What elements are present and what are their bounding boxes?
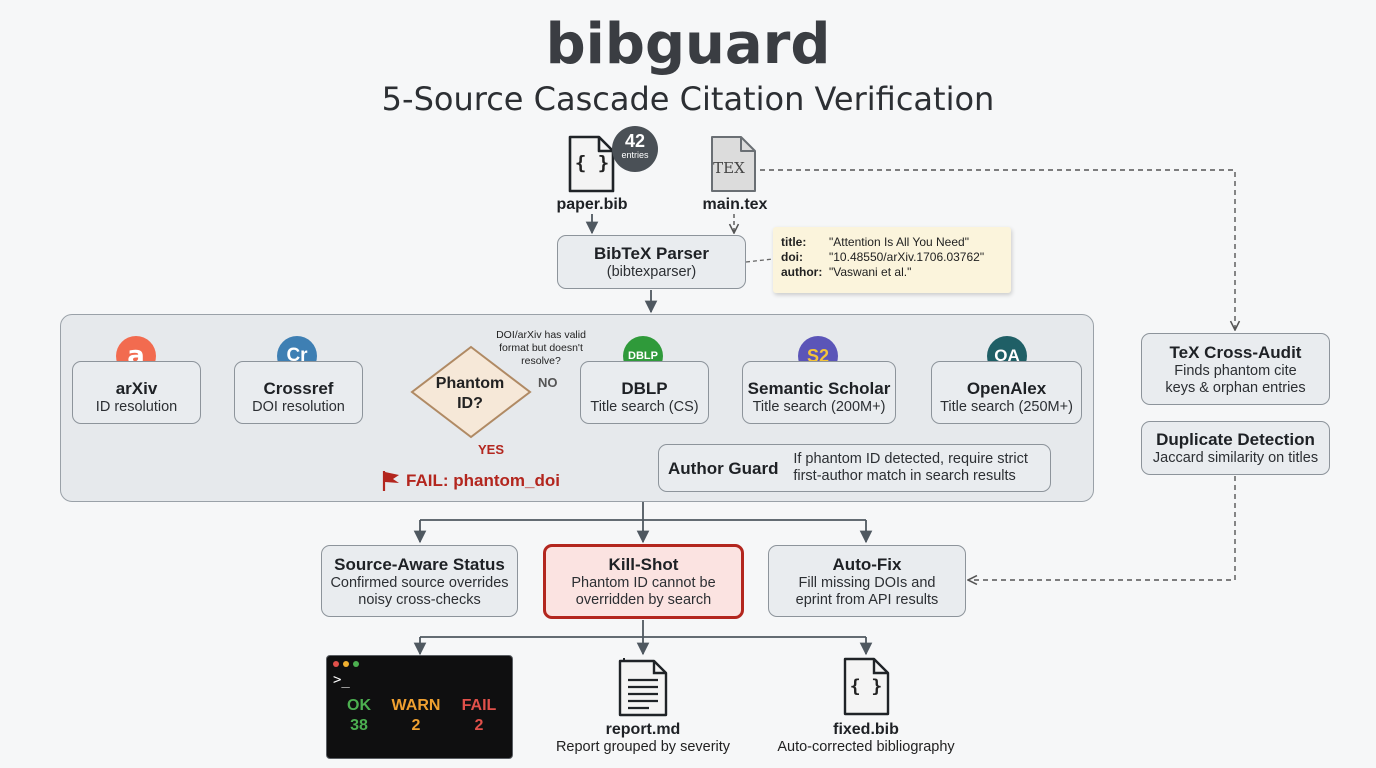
source-crossref-title: Crossref [263, 378, 334, 398]
phantom-id-decision [410, 345, 532, 439]
bibtex-parser-box: BibTeX Parser (bibtexparser) [557, 235, 746, 289]
bib-file-icon [568, 135, 615, 193]
terminal-close-dot [333, 661, 339, 667]
decision-label-line1: Phantom [435, 375, 505, 392]
source-s2-title: Semantic Scholar [747, 378, 891, 398]
source-dblp-subtitle: Title search (CS) [590, 398, 699, 415]
source-dblp: DBLP Title search (CS) [580, 361, 709, 424]
warn-value: 2 [411, 717, 421, 734]
tex-cross-audit-title: TeX Cross-Audit [1169, 342, 1302, 362]
report-output: report.md Report grouped by severity [540, 721, 746, 755]
report-desc: Report grouped by severity [555, 739, 731, 755]
app-title: bibguard [545, 12, 831, 77]
decision-yes-label: YES [478, 442, 505, 457]
source-crossref-subtitle: DOI resolution [252, 398, 345, 415]
note-title-value: "Attention Is All You Need" [829, 235, 969, 249]
kill-shot-desc: Phantom ID cannot be overridden by searc… [571, 575, 716, 608]
fail-phantom-doi-label: FAIL: phantom_doi [406, 471, 560, 490]
source-semantic-scholar: Semantic Scholar Title search (200M+) [742, 361, 896, 424]
openalex-icon-glyph: OA [994, 346, 1020, 365]
decision-question: DOI/arXiv has valid format but doesn't r… [496, 329, 586, 367]
app-subtitle: 5-Source Cascade Citation Verification [381, 80, 995, 118]
tex-file-label: main.tex [702, 196, 768, 213]
source-dblp-title: DBLP [621, 378, 668, 398]
note-author-value: "Vaswani et al." [829, 265, 912, 279]
fixed-bib-glyph: { } [849, 676, 883, 697]
semantic-scholar-icon-glyph: S2 [806, 345, 830, 366]
example-entry-note: title: "Attention Is All You Need" doi: "1… [773, 227, 1011, 293]
decision-label: Phantom ID? [420, 374, 520, 414]
entries-badge-unit: entries [621, 150, 649, 160]
note-doi-value: "10.48550/arXiv.1706.03762" [829, 250, 985, 264]
duplicate-to-autofix-link [968, 476, 1236, 580]
bib-file-glyph: { } [574, 152, 610, 174]
warn-label: WARN [391, 697, 441, 714]
parser-subtitle: (bibtexparser) [606, 264, 697, 280]
author-guard-box: Author Guard If phantom ID detected, req… [658, 444, 1051, 492]
duplicate-detection-box: Duplicate Detection Jaccard similarity o… [1141, 421, 1330, 475]
source-openalex-subtitle: Title search (250M+) [940, 398, 1073, 415]
kill-shot-title: Kill-Shot [608, 555, 679, 574]
source-openalex-title: OpenAlex [966, 378, 1047, 398]
parser-to-note-link [745, 258, 774, 263]
fixed-bib-title: fixed.bib [833, 721, 899, 738]
source-crossref: Crossref DOI resolution [234, 361, 363, 424]
report-document-icon [618, 658, 668, 717]
fixed-bib-file-icon [843, 657, 890, 716]
source-arxiv-subtitle: ID resolution [95, 398, 178, 415]
ok-label: OK [347, 697, 371, 714]
entries-badge-count: 42 [624, 131, 646, 151]
ok-value: 38 [350, 717, 368, 734]
note-doi-key: doi: [781, 250, 803, 264]
terminal-summary: >_ OK 38 WARN 2 FAIL 2 [326, 655, 513, 759]
kill-shot-box: Kill-Shot Phantom ID cannot be overridde… [543, 544, 744, 619]
terminal-minimize-dot [343, 661, 349, 667]
terminal-prompt: >_ [333, 672, 350, 688]
source-s2-subtitle: Title search (200M+) [752, 398, 886, 415]
tex-cross-audit-desc: Finds phantom cite keys & orphan entries [1165, 362, 1306, 396]
duplicate-detection-desc: Jaccard similarity on titles [1152, 450, 1319, 466]
parser-title: BibTeX Parser [594, 244, 709, 263]
decision-label-line2: ID? [457, 395, 483, 412]
fail-flag-icon [382, 471, 399, 491]
entries-badge: 42 entries [612, 126, 658, 172]
fail-label: FAIL [461, 697, 497, 714]
decision-no-label: NO [538, 375, 558, 390]
source-aware-title: Source-Aware Status [334, 554, 505, 574]
source-arxiv: arXiv ID resolution [72, 361, 201, 424]
tex-cross-audit-box: TeX Cross-Audit Finds phantom cite keys … [1141, 333, 1330, 405]
crossref-icon-glyph: Cr [286, 345, 308, 366]
tex-file-glyph: TEX [713, 159, 745, 177]
source-openalex: OpenAlex Title search (250M+) [931, 361, 1082, 424]
auto-fix-title: Auto-Fix [832, 554, 902, 574]
auto-fix-box: Auto-Fix Fill missing DOIs and eprint fr… [768, 545, 966, 617]
source-arxiv-title: arXiv [115, 378, 158, 398]
author-guard-title: Author Guard [668, 458, 779, 478]
bib-file-label: paper.bib [556, 196, 628, 213]
terminal-maximize-dot [353, 661, 359, 667]
note-title-key: title: [781, 235, 807, 249]
dblp-icon-glyph: DBLP [628, 350, 658, 362]
duplicate-detection-title: Duplicate Detection [1156, 430, 1315, 449]
auto-fix-desc: Fill missing DOIs and eprint from API re… [795, 574, 939, 608]
source-aware-status-box: Source-Aware Status Confirmed source ove… [321, 545, 518, 617]
report-title: report.md [605, 721, 681, 738]
fail-value: 2 [474, 717, 484, 734]
note-author-key: author: [781, 265, 823, 279]
fixed-bib-desc: Auto-corrected bibliography [777, 739, 955, 755]
tex-file-icon [711, 136, 756, 192]
source-aware-desc: Confirmed source overrides noisy cross-c… [330, 574, 509, 608]
author-guard-desc: If phantom ID detected, require strict f… [793, 451, 1028, 484]
fixed-bib-output: fixed.bib Auto-corrected bibliography [760, 721, 972, 755]
